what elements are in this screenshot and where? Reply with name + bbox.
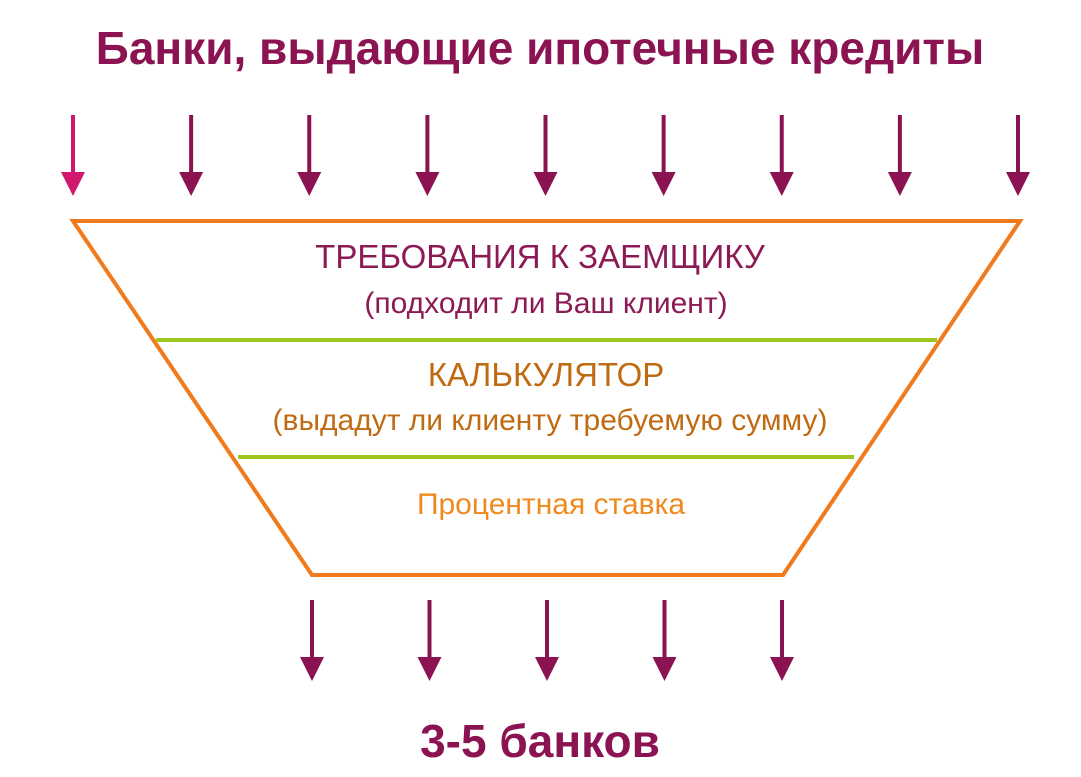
funnel-outline bbox=[69, 219, 1024, 577]
stage-calculator-title: КАЛЬКУЛЯТОР bbox=[428, 356, 665, 393]
output-arrow bbox=[535, 600, 559, 681]
input-arrow bbox=[533, 115, 558, 196]
stage-requirements-subtitle: (подходит ли Ваш клиент) bbox=[364, 287, 727, 320]
output-arrows bbox=[300, 600, 794, 681]
input-arrow bbox=[61, 115, 85, 196]
output-arrow bbox=[770, 600, 794, 681]
input-arrow bbox=[415, 115, 440, 196]
input-arrows bbox=[61, 115, 1030, 196]
input-arrow bbox=[651, 115, 676, 196]
stage-interest-rate-title: Процентная ставка bbox=[417, 488, 685, 521]
input-arrow bbox=[297, 115, 322, 196]
output-arrow bbox=[300, 600, 324, 681]
input-arrow bbox=[887, 115, 912, 196]
result-label: 3-5 банков bbox=[420, 715, 660, 767]
input-arrow bbox=[769, 115, 794, 196]
input-arrow bbox=[1006, 115, 1030, 196]
output-arrow bbox=[652, 600, 677, 681]
output-arrow bbox=[417, 600, 442, 681]
input-arrow bbox=[179, 115, 204, 196]
stage-requirements-title: ТРЕБОВАНИЯ К ЗАЕМЩИКУ bbox=[315, 238, 766, 275]
diagram-title: Банки, выдающие ипотечные кредиты bbox=[96, 22, 985, 74]
stage-calculator-subtitle: (выдадут ли клиенту требуемую сумму) bbox=[273, 404, 828, 437]
